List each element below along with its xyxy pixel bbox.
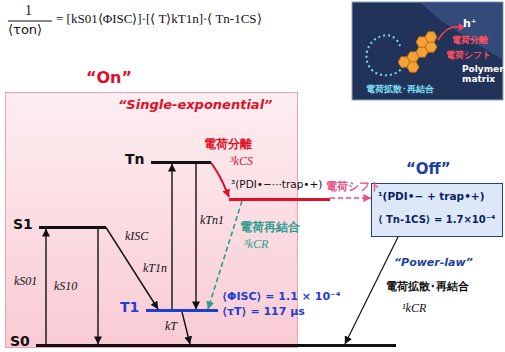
hole-label: h⁺ xyxy=(463,18,477,31)
node-text: S1 xyxy=(13,216,33,232)
node-text: Tn xyxy=(125,151,145,167)
edge-label: 電荷分離 xyxy=(204,138,252,152)
rate-label: ³kCR xyxy=(244,238,268,252)
process-label: 電荷拡散･再結合 xyxy=(366,84,434,94)
energy-level: Tn xyxy=(151,161,211,164)
node-text: “Single-exponential” xyxy=(118,98,272,113)
charge-separated-level: ³(PDI•−···trap•+) xyxy=(229,173,330,201)
polymer-illustration xyxy=(352,2,503,100)
node-text: ¹(PDI•− + trap•+) xyxy=(378,190,484,202)
node-text: ⟨τT⟩ = 117 μs xyxy=(222,306,305,319)
formula: = [kS01⟨ΦISC⟩]·[⟨ T⟩kT1n]·⟨ Tn-1CS⟩ xyxy=(56,12,262,27)
node-text: S0 xyxy=(10,333,30,349)
node-text: ⟨ Tn-1CS⟩ = 1.7×10⁻⁴ xyxy=(378,214,495,226)
energy-level: T1⟨ΦISC⟩ = 1.1 × 10⁻⁴⟨τT⟩ = 117 μs xyxy=(146,309,218,312)
process-label: 電荷分離 xyxy=(452,35,488,45)
edge-label: kISC xyxy=(125,230,148,244)
node-text: ³(PDI•−···trap•+) xyxy=(231,178,322,190)
formula-denominator: ⟨τon⟩ xyxy=(8,23,42,38)
edge-label: kTn1 xyxy=(200,214,224,228)
energy-level: S1 xyxy=(39,226,106,229)
edge-label: 電荷シフト xyxy=(326,181,381,194)
off-state-box: “Off”¹(PDI•− + trap•+)⟨ Tn-1CS⟩ = 1.7×10… xyxy=(371,183,503,237)
process-label: 電荷シフト xyxy=(446,50,491,60)
fraction-bar xyxy=(8,20,52,21)
transition-arrow xyxy=(45,229,46,344)
node-text: ⟨ΦISC⟩ = 1.1 × 10⁻⁴ xyxy=(222,291,341,304)
edge-label: 電荷再結合 xyxy=(240,221,300,235)
edge-label: kT xyxy=(165,320,177,334)
state-region: “On”“Single-exponential”Tn³(PDI•−···trap… xyxy=(5,92,298,348)
formula-numerator: 1 xyxy=(25,3,32,19)
transition-arrow xyxy=(330,197,371,199)
decay-note: “Power-law” xyxy=(394,257,473,270)
node-heading: “Off” xyxy=(406,161,451,178)
edge-label: kS10 xyxy=(54,280,77,294)
rate-label: ¹kCR xyxy=(402,302,426,316)
rate-label: ³kCS xyxy=(230,155,253,169)
matrix-label: Polymer matrix xyxy=(462,64,502,85)
edge-label: 電荷拡散･再結合 xyxy=(386,281,469,294)
transition-arrow xyxy=(171,164,172,309)
node-text: T1 xyxy=(120,299,139,315)
transition-arrow xyxy=(211,163,229,198)
transition-arrow xyxy=(182,312,190,344)
transition-arrow xyxy=(195,164,196,309)
edge-label: kT1n xyxy=(143,262,167,276)
edge-label: kS01 xyxy=(14,275,37,289)
ground-level: S0 xyxy=(36,344,396,347)
transition-arrow xyxy=(97,229,98,344)
node-heading: “On” xyxy=(86,69,132,87)
